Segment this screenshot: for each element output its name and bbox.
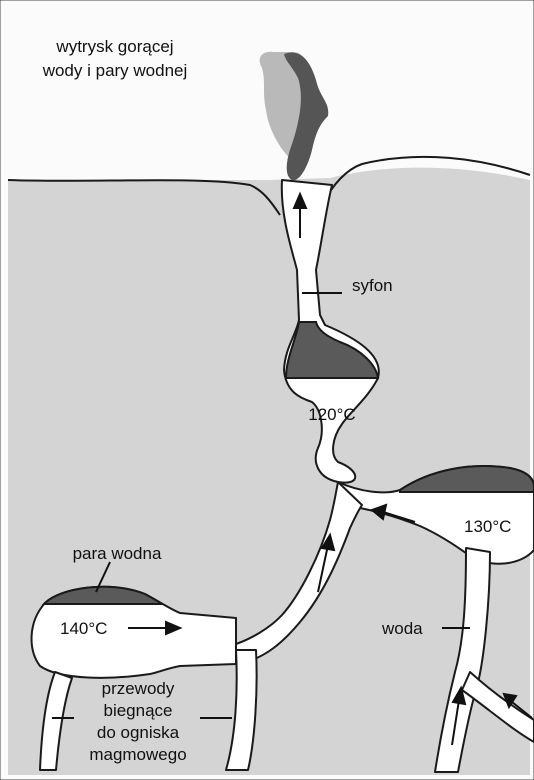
conduits-label-line3: do ogniska bbox=[97, 723, 180, 742]
conduits-label-line4: magmowego bbox=[89, 745, 186, 764]
water-label: woda bbox=[381, 619, 423, 638]
eruption-label-line2: wody i pary wodnej bbox=[42, 61, 188, 80]
temp-upper-label: 120°C bbox=[308, 405, 355, 424]
conduits-label-line1: przewody bbox=[102, 679, 175, 698]
conduits-label-line2: biegnące bbox=[103, 701, 172, 720]
temp-right-label: 130°C bbox=[464, 517, 511, 536]
eruption-label-line1: wytrysk gorącej bbox=[55, 37, 173, 56]
siphon-label: syfon bbox=[352, 276, 393, 295]
temp-left-label: 140°C bbox=[60, 619, 107, 638]
steam-label: para wodna bbox=[73, 544, 162, 563]
